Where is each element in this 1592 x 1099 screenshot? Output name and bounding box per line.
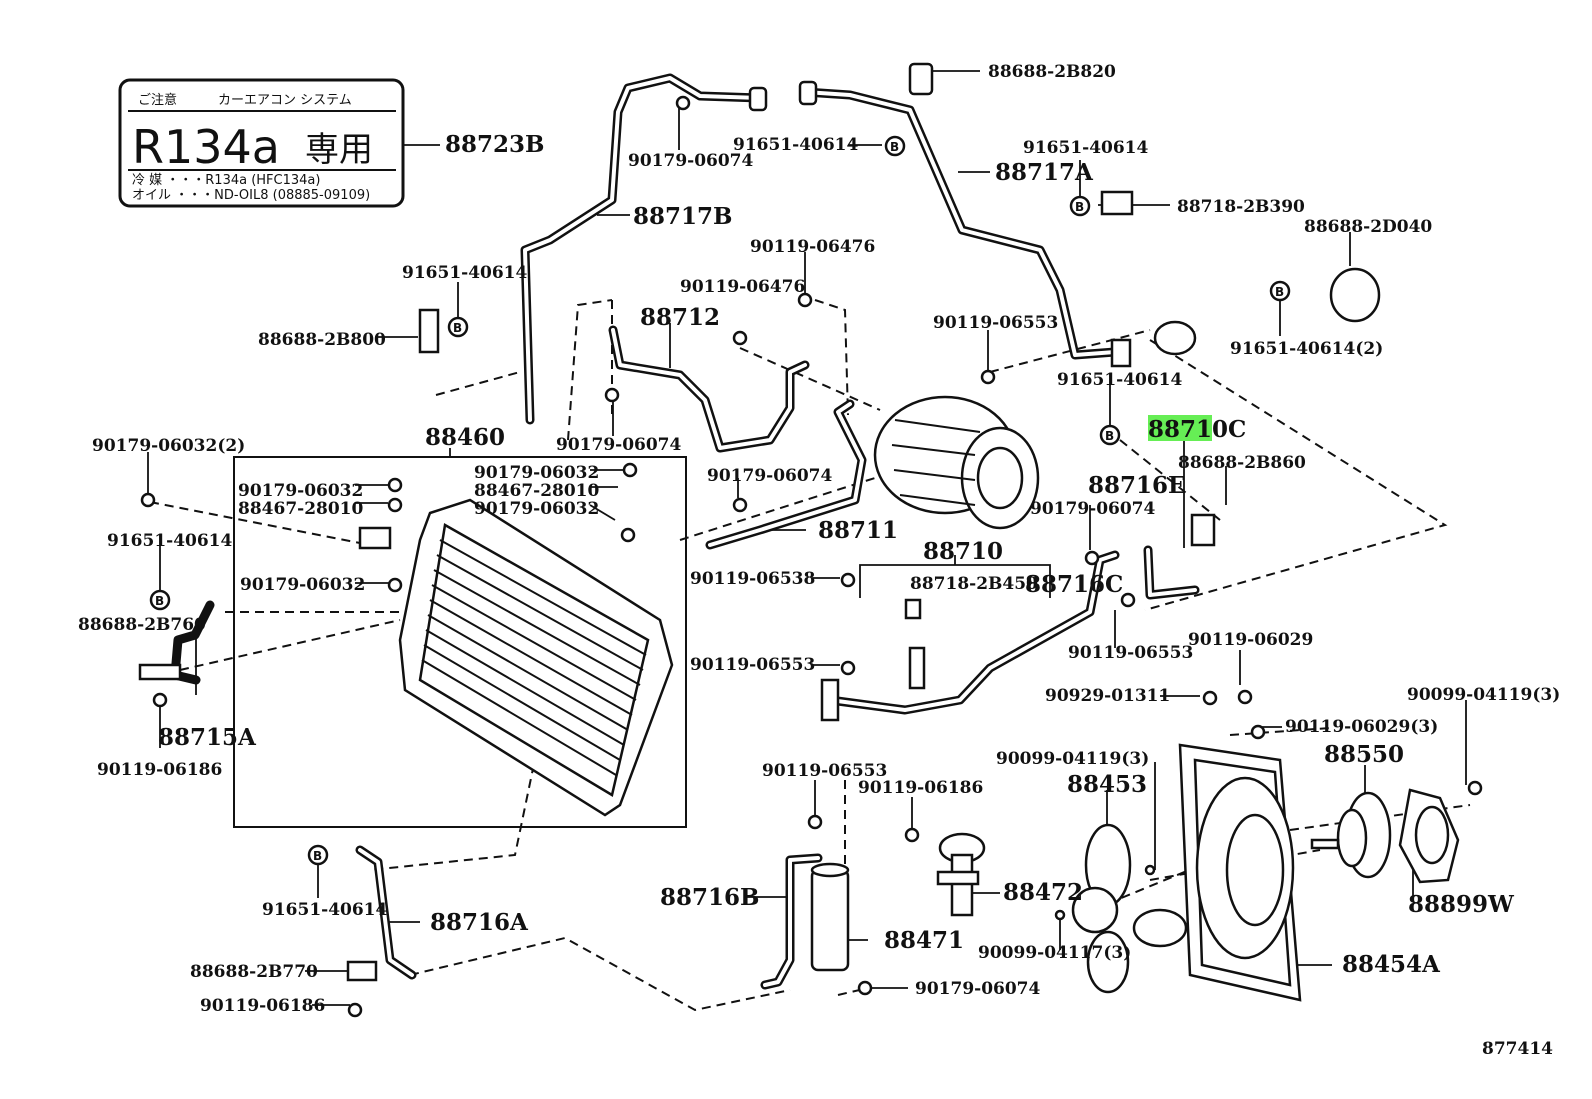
part-90929-01311[interactable]: 90929-01311 [1045,686,1170,706]
part-88711[interactable]: 88711 [818,517,898,544]
part-88688-2B820[interactable]: 88688-2B820 [988,62,1116,82]
part-90119-06476-a[interactable]: 90119-06476 [750,237,875,257]
part-90119-06553-a[interactable]: 90119-06553 [933,313,1058,333]
part-88716C[interactable]: 88716C [1025,571,1123,598]
part-90119-06186-c[interactable]: 90119-06186 [200,996,325,1016]
svg-text:B: B [1275,285,1284,299]
part-88715A[interactable]: 88715A [158,724,257,751]
svg-text:B: B [155,594,164,608]
part-88899W[interactable]: 88899W [1408,891,1515,918]
bolts [140,95,1483,1018]
part-88723B[interactable]: 88723B [445,131,544,158]
part-88550[interactable]: 88550 [1324,741,1404,768]
part-91651-40614-f[interactable]: 91651-40614 [262,900,388,920]
part-88688-2B800[interactable]: 88688-2B800 [258,330,386,350]
part-88716B[interactable]: 88716B [660,884,759,911]
part-88718-2B450[interactable]: 88718-2B450 [910,574,1038,594]
fan-shroud[interactable] [1178,743,1302,1002]
part-90099-04117-3[interactable]: 90099-04117(3) [978,943,1131,963]
part-88467-28010-a[interactable]: 88467-28010 [238,499,364,519]
part-number-labels: 88688-2B820 88723B 90179-06074 91651-406… [78,62,1560,1059]
part-88712[interactable]: 88712 [640,304,720,331]
part-88467-28010-b[interactable]: 88467-28010 [474,481,600,501]
warning-header-left: ご注意 [138,92,177,108]
b-marker-icon: B [1269,280,1291,302]
part-90119-06476-b[interactable]: 90119-06476 [680,277,805,297]
svg-text:B: B [453,321,462,335]
part-90119-06538[interactable]: 90119-06538 [690,569,815,589]
refrigerant-pipes [170,73,1200,990]
warning-refrigerant-only: 専用 [305,130,373,170]
svg-text:B: B [1105,429,1114,443]
part-91651-40614-e[interactable]: 91651-40614 [107,531,233,551]
part-90179-06032-a[interactable]: 90179-06032 [238,481,363,501]
part-91651-40614-2[interactable]: 91651-40614(2) [1230,339,1383,359]
fan-motor-plate[interactable] [1398,788,1460,884]
part-88688-2B770[interactable]: 88688-2B770 [190,962,318,982]
b-marker-icon: B [884,135,906,157]
part-88716E[interactable]: 88716E [1088,472,1186,499]
part-88472[interactable]: 88472 [1003,879,1083,906]
part-88710C[interactable]: 88710C [1148,416,1246,443]
part-88718-2B390[interactable]: 88718-2B390 [1177,197,1305,217]
part-90179-06074-e[interactable]: 90179-06074 [915,979,1041,999]
part-90119-06029-3[interactable]: 90119-06029(3) [1285,717,1438,737]
part-90179-06032-d[interactable]: 90179-06032 [240,575,365,595]
part-91651-40614-a[interactable]: 91651-40614 [733,135,859,155]
part-88688-2B760[interactable]: 88688-2B760 [78,615,206,635]
b-marker-icon: B [1099,424,1121,446]
part-90119-06186-a[interactable]: 90119-06186 [97,760,222,780]
pressure-switch-bracket[interactable] [936,832,986,917]
cooling-fan[interactable] [1071,823,1188,994]
compressor[interactable] [873,395,1040,530]
part-88688-2B860[interactable]: 88688-2B860 [1178,453,1306,473]
pipe-clamps [138,62,1381,982]
warning-line-oil: オイル ・・・ND-OIL8 (08885-09109) [132,188,370,203]
part-90179-06074-d[interactable]: 90179-06074 [1030,499,1156,519]
part-88454A[interactable]: 88454A [1342,951,1441,978]
part-88716A[interactable]: 88716A [430,909,529,936]
part-90119-06029-a[interactable]: 90119-06029 [1188,630,1313,650]
part-91651-40614-b[interactable]: 91651-40614 [1023,138,1149,158]
diagram-number: 877414 [1482,1039,1553,1059]
b-markers: B B B B B B B [149,135,1291,866]
highlight-88710C [1148,415,1212,441]
part-90179-06032-c[interactable]: 90179-06032 [474,499,599,519]
part-90119-06553-d[interactable]: 90119-06553 [762,761,887,781]
part-88717B[interactable]: 88717B [633,203,732,230]
part-90119-06553-b[interactable]: 90119-06553 [1068,643,1193,663]
part-90119-06553-c[interactable]: 90119-06553 [690,655,815,675]
part-88453[interactable]: 88453 [1067,771,1147,798]
part-91651-40614-d[interactable]: 91651-40614 [1057,370,1183,390]
part-90179-06032-2[interactable]: 90179-06032(2) [92,436,245,456]
svg-text:B: B [890,140,899,154]
part-90179-06074-c[interactable]: 90179-06074 [707,466,833,486]
warning-header-right: カーエアコン システム [218,93,352,108]
b-marker-icon: B [149,589,171,611]
part-91651-40614-c[interactable]: 91651-40614 [402,263,528,283]
receiver-dryer[interactable] [810,862,850,972]
b-marker-icon: B [447,316,469,338]
refrigerant-warning-label: ご注意 カーエアコン システム R134a 専用 冷 媒 ・・・R134a (H… [118,78,405,208]
warning-refrigerant-code: R134a [132,120,280,174]
part-88710[interactable]: 88710 [923,538,1003,565]
part-88471[interactable]: 88471 [884,927,964,954]
part-90179-06032-b[interactable]: 90179-06032 [474,463,599,483]
svg-text:B: B [313,849,322,863]
part-90099-04119-3a[interactable]: 90099-04119(3) [1407,685,1560,705]
fan-motor[interactable] [1310,791,1392,879]
condenser[interactable] [398,498,674,817]
part-90119-06186-b[interactable]: 90119-06186 [858,778,983,798]
b-marker-icon: B [1069,195,1091,217]
b-marker-icon: B [307,844,329,866]
part-90099-04119-3b[interactable]: 90099-04119(3) [996,749,1149,769]
part-88688-2D040[interactable]: 88688-2D040 [1304,217,1432,237]
warning-line-refrigerant: 冷 媒 ・・・R134a (HFC134a) [132,173,320,188]
part-90179-06074-a[interactable]: 90179-06074 [628,151,754,171]
part-88460[interactable]: 88460 [425,424,505,451]
part-90179-06074-b[interactable]: 90179-06074 [556,435,682,455]
svg-text:B: B [1075,200,1084,214]
part-88717A[interactable]: 88717A [995,159,1094,186]
